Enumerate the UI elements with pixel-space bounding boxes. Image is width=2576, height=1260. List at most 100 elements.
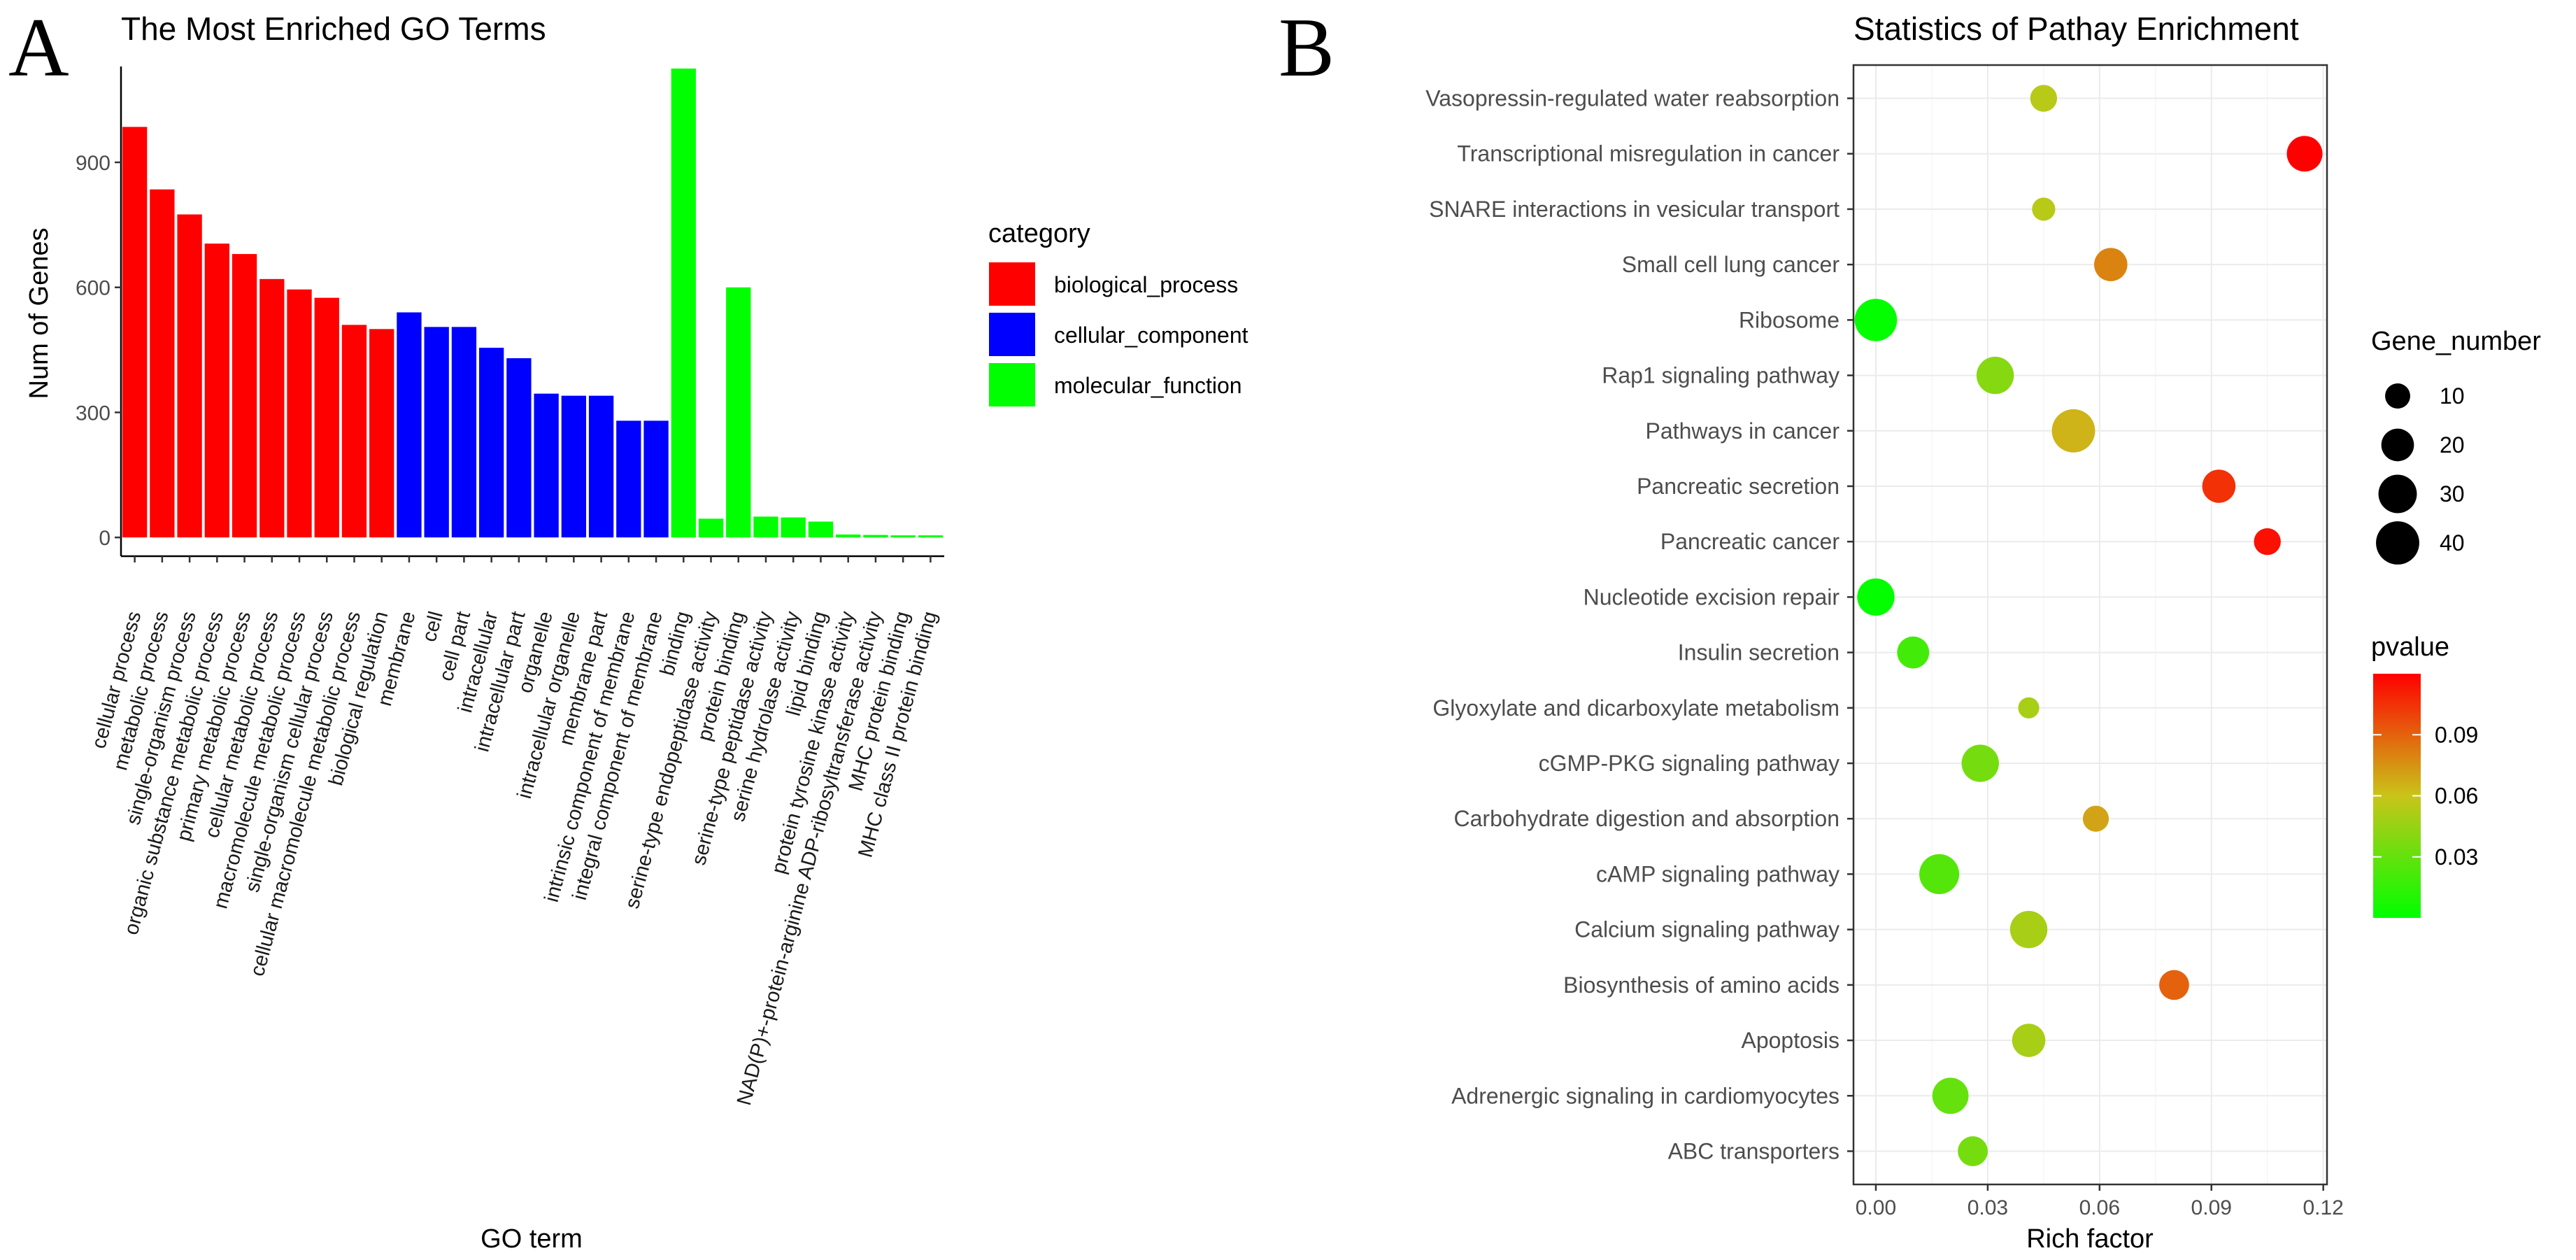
size-legend-label: 20	[2440, 432, 2465, 458]
pathway-label: cGMP-PKG signaling pathway	[1539, 751, 1840, 776]
bar-13	[451, 327, 477, 538]
bubble-point-16	[2009, 910, 2048, 949]
y-tick-label: 300	[76, 402, 111, 425]
pathway-label: Carbohydrate digestion and absorption	[1454, 806, 1840, 831]
bar-4	[204, 243, 229, 538]
x-tick-label: 0.00	[1856, 1196, 1896, 1219]
bar-2	[150, 189, 175, 538]
bubble-point-3	[2032, 197, 2056, 221]
bar-17	[561, 395, 587, 538]
go-terms-bar-chart: The Most Enriched GO Terms Num of Genes …	[24, 10, 1248, 1254]
y-tick-label: 600	[76, 277, 111, 300]
bubble-point-12	[2018, 697, 2040, 719]
bar-3	[177, 214, 202, 538]
pathway-label: cAMP signaling pathway	[1596, 861, 1840, 886]
y-tick-label: 0	[99, 527, 111, 550]
bar-6	[259, 278, 285, 538]
x-tick-label: 0.12	[2303, 1196, 2343, 1219]
size-legend-label: 10	[2440, 383, 2465, 409]
pathway-label: SNARE interactions in vesicular transpor…	[1429, 197, 1840, 222]
bubble-point-17	[2159, 970, 2189, 1000]
pathway-label: ABC transporters	[1668, 1138, 1840, 1163]
y-tick-label: 900	[76, 152, 111, 175]
bar-26	[808, 521, 834, 538]
bubble-point-20	[1958, 1136, 1988, 1166]
pathway-label: Glyoxylate and dicarboxylate metabolism	[1432, 695, 1840, 721]
size-legend-dot-20	[2381, 428, 2414, 462]
bar-7	[287, 289, 312, 538]
bubble-chart-x-axis-label: Rich factor	[2026, 1224, 2154, 1254]
gene-number-legend-title: Gene_number	[2371, 327, 2541, 356]
bubble-point-7	[2051, 409, 2095, 453]
bar-8	[314, 297, 339, 538]
pathway-label: Biosynthesis of amino acids	[1563, 972, 1840, 998]
category-legend: category biological_processcellular_comp…	[988, 219, 1248, 406]
pathway-label: Apoptosis	[1741, 1028, 1840, 1053]
pathway-label: Adrenergic signaling in cardiomyocytes	[1451, 1083, 1840, 1108]
bar-20	[643, 420, 669, 538]
colorbar-tick-label: 0.09	[2435, 722, 2478, 747]
pathway-label: Pathways in cancer	[1646, 418, 1840, 444]
bubble-point-5	[1854, 299, 1898, 341]
legend-swatch-cellular_component	[989, 313, 1035, 356]
bar-22	[698, 518, 724, 538]
bar-10	[369, 329, 394, 538]
x-tick-label: 0.06	[2079, 1196, 2120, 1219]
pathway-label: Rap1 signaling pathway	[1602, 363, 1840, 388]
bar-14	[478, 348, 504, 538]
bubble-chart-border	[1852, 64, 2328, 1186]
bubble-point-18	[2012, 1024, 2046, 1057]
bubble-point-13	[1961, 744, 1999, 782]
legend-label-cellular_component: cellular_component	[1054, 323, 1248, 348]
bar-chart-title: The Most Enriched GO Terms	[121, 10, 546, 47]
bubble-point-1	[2030, 85, 2058, 112]
bar-chart-y-axis-label: Num of Genes	[24, 228, 54, 399]
colorbar-tick-label: 0.03	[2435, 844, 2478, 870]
panel-a-label: A	[8, 1, 69, 94]
size-legend-label: 40	[2440, 530, 2465, 555]
bar-1	[122, 127, 148, 538]
bar-30	[918, 535, 944, 538]
bubble-point-19	[1932, 1077, 1969, 1114]
bubble-chart-panel	[1853, 65, 2327, 1184]
legend-label-biological_process: biological_process	[1054, 272, 1238, 297]
bar-24	[753, 516, 778, 538]
pathway-label: Ribosome	[1739, 307, 1840, 332]
bar-29	[890, 535, 916, 538]
legend-swatch-molecular_function	[989, 363, 1035, 406]
pathway-label: Transcriptional misregulation in cancer	[1457, 141, 1840, 167]
bar-25	[781, 517, 806, 538]
panel-b-label: B	[1279, 1, 1335, 94]
bar-23	[726, 287, 751, 538]
size-legend-dot-10	[2385, 383, 2410, 409]
legend-label-molecular_function: molecular_function	[1054, 373, 1242, 398]
bubble-chart-title: Statistics of Pathay Enrichment	[1853, 10, 2299, 47]
x-tick-label: cell	[418, 609, 448, 644]
colorbar-tick-label: 0.06	[2435, 784, 2478, 809]
pathway-label: Vasopressin-regulated water reabsorption	[1425, 86, 1840, 111]
bar-28	[863, 535, 888, 538]
pvalue-legend: pvalue 0.03 0.06 0.09	[2371, 632, 2478, 918]
bar-15	[506, 358, 532, 538]
size-legend-dot-30	[2378, 474, 2417, 514]
pathway-label: Nucleotide excision repair	[1584, 584, 1840, 609]
pvalue-legend-title: pvalue	[2371, 632, 2449, 662]
bubble-point-2	[2286, 136, 2323, 172]
bubble-point-9	[2254, 528, 2281, 555]
bar-chart-x-axis-label: GO term	[481, 1224, 583, 1254]
pathway-enrichment-bubble-chart: Statistics of Pathay Enrichment Rich fac…	[1425, 10, 2541, 1254]
pathway-label: Insulin secretion	[1678, 640, 1840, 665]
bar-19	[616, 420, 641, 538]
bubble-point-15	[1919, 854, 1960, 894]
bar-21	[671, 68, 696, 538]
pathway-label: Pancreatic cancer	[1660, 529, 1840, 554]
bubble-point-4	[2094, 248, 2128, 281]
x-tick-label: 0.03	[1967, 1196, 2008, 1219]
bar-16	[534, 393, 559, 538]
pathway-label: Small cell lung cancer	[1622, 252, 1840, 277]
bubble-point-14	[2082, 805, 2109, 832]
bar-5	[232, 254, 257, 538]
bar-11	[397, 312, 422, 538]
